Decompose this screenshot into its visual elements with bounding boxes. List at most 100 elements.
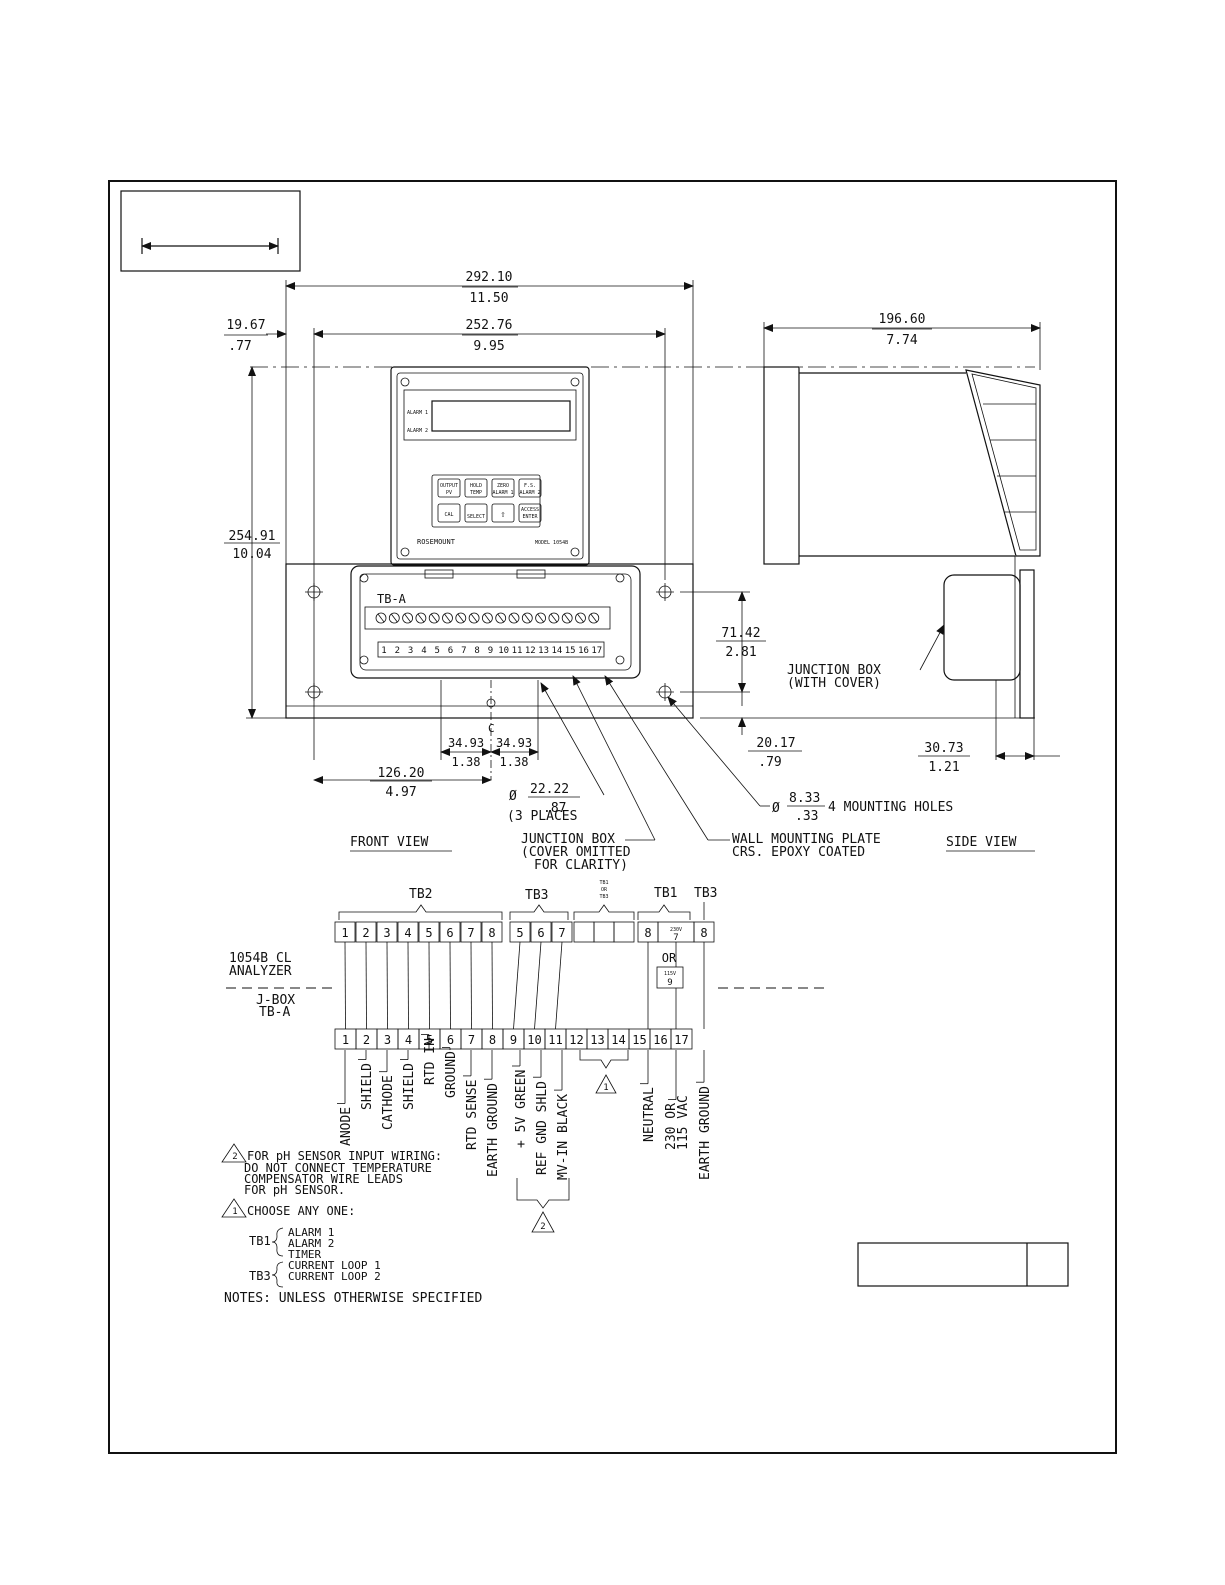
upper-terminal (593, 921, 615, 943)
tb-a-number: 10 (498, 646, 509, 656)
note1-tb3-item2: CURRENT LOOP 2 (288, 1270, 381, 1283)
terminal-screw (495, 612, 507, 624)
analyzer-unit: ALARM 1 ALARM 2 OUTPUT PV HOLD TEMP ZERO… (390, 366, 590, 566)
upper-terminal-number: 8 (644, 926, 651, 940)
note1-tb3: TB3 (249, 1269, 271, 1283)
dim-jbox-depth-mm: 30.73 (924, 741, 963, 756)
lower-terminal-number: 13 (590, 1033, 604, 1047)
key-alarm1: ALARM 1 (492, 490, 513, 496)
wire (365, 941, 367, 1030)
dim-center-offset-mm: 126.20 (378, 766, 425, 781)
scale-legend (120, 190, 301, 272)
dim-conduit-left-mm: 34.93 (448, 736, 484, 750)
key-enter: ENTER (522, 514, 538, 520)
terminal-screw (375, 612, 387, 624)
wire (407, 941, 409, 1030)
keypad: OUTPUT PV HOLD TEMP ZERO ALARM 1 F.S. AL… (437, 478, 542, 523)
dim-jbox-depth-in: 1.21 (928, 760, 959, 775)
tb-a-number: 4 (421, 646, 426, 656)
jbox-label-1: J-BOX (256, 993, 295, 1008)
tb-a-number: 13 (538, 646, 549, 656)
or-label: OR (662, 951, 677, 965)
note2-line3: COMPENSATOR WIRE LEADS (244, 1172, 403, 1186)
signal-label: + 5V GREEN (512, 1050, 529, 1148)
dim-height-mm: 254.91 (229, 529, 276, 544)
upper-230v-label: 230V (670, 927, 682, 933)
svg-text:SHIELD: SHIELD (360, 1063, 375, 1110)
key-hold-top: HOLD (470, 483, 482, 489)
key-output-top: OUTPUT (440, 483, 458, 489)
note1-tb1-item2: ALARM 2 (288, 1237, 334, 1250)
title-block (857, 1242, 1069, 1287)
terminal-screw (415, 612, 427, 624)
upper-terminal-number: 6 (537, 926, 544, 940)
upper-terminal-number: 8 (488, 926, 495, 940)
signal-label: ANODE (337, 1050, 354, 1146)
lower-terminal-number: 10 (527, 1033, 541, 1047)
jbox-front-line3: FOR CLARITY) (534, 858, 628, 873)
v115-label: 115V (664, 971, 676, 977)
jbox-front-line2: (COVER OMITTED (521, 845, 631, 860)
key-up-arrow-icon: ⇧ (500, 510, 505, 520)
key-temp: TEMP (470, 490, 482, 496)
tb-a-number: 16 (578, 646, 589, 656)
analyzer-alarm1-label: ALARM 1 (407, 410, 428, 416)
marker-2-a: 2 (540, 1222, 545, 1232)
lower-terminal-number: 17 (674, 1033, 688, 1047)
note1-title: CHOOSE ANY ONE: (247, 1204, 355, 1218)
note2-line1: FOR pH SENSOR INPUT WIRING: (247, 1149, 442, 1163)
dim-edge-offset-in: .77 (228, 339, 251, 354)
upper-terminal-number: 1 (341, 926, 348, 940)
svg-text:EARTH GROUND: EARTH GROUND (698, 1086, 713, 1180)
upper-230v-num: 7 (673, 933, 678, 943)
terminal-screw (521, 612, 533, 624)
upper-terminal-number: 5 (425, 926, 432, 940)
upper-terminal-number: 6 (446, 926, 453, 940)
terminal-screw (508, 612, 520, 624)
analyzer-label-1: 1054B CL (229, 951, 292, 966)
signal-label: EARTH GROUND (484, 1050, 501, 1177)
dim-conduit-right-mm: 34.93 (496, 736, 532, 750)
notes: 2 FOR pH SENSOR INPUT WIRING: DO NOT CON… (221, 1143, 482, 1306)
svg-text:230 OR: 230 OR (664, 1103, 679, 1150)
mounting-holes (305, 583, 674, 701)
dim-hole-vert-mm: 71.42 (721, 626, 760, 641)
upper-terminal-number: 4 (404, 926, 411, 940)
v115-num: 9 (667, 978, 672, 988)
key-alarm2: ALARM 2 (519, 490, 540, 496)
svg-text:NEUTRAL: NEUTRAL (642, 1087, 657, 1142)
lower-terminal-number: 11 (548, 1033, 562, 1047)
wire (428, 941, 430, 1030)
dim-conduit-right-in: 1.38 (500, 755, 529, 769)
upper-terminal-number: 7 (558, 926, 565, 940)
terminal-screw (561, 612, 573, 624)
lower-terminal-number: 4 (405, 1033, 412, 1047)
tb-a-number: 7 (461, 646, 466, 656)
lower-terminal (670, 1028, 693, 1050)
dim-conduit-left-in: 1.38 (452, 755, 481, 769)
lower-terminal-number: 8 (489, 1033, 496, 1047)
centerline-mark: C (488, 722, 495, 735)
note1-tb1-item3: TIMER (288, 1248, 321, 1261)
lower-terminal-number: 9 (510, 1033, 517, 1047)
signal-label: 115 VAC (676, 1095, 691, 1150)
conduit-dia-symbol: Ø (509, 789, 517, 804)
wire (344, 941, 346, 1030)
upper-terminal (613, 921, 635, 943)
svg-text:RTD SENSE: RTD SENSE (465, 1080, 480, 1150)
terminal-screw (575, 612, 586, 624)
side-view-title: SIDE VIEW (946, 835, 1017, 850)
note1-marker: 1 (232, 1207, 237, 1217)
svg-text:CATHODE: CATHODE (381, 1075, 396, 1130)
wall-mounting-plate (285, 563, 694, 719)
tb-a-number: 12 (525, 646, 536, 656)
signal-label: CATHODE (379, 1050, 396, 1130)
tb2-label: TB2 (409, 887, 432, 902)
upper-terminal-number: 5 (516, 926, 523, 940)
note2-line4: FOR pH SENSOR. (244, 1183, 345, 1197)
lower-terminal-number: 14 (611, 1033, 625, 1047)
